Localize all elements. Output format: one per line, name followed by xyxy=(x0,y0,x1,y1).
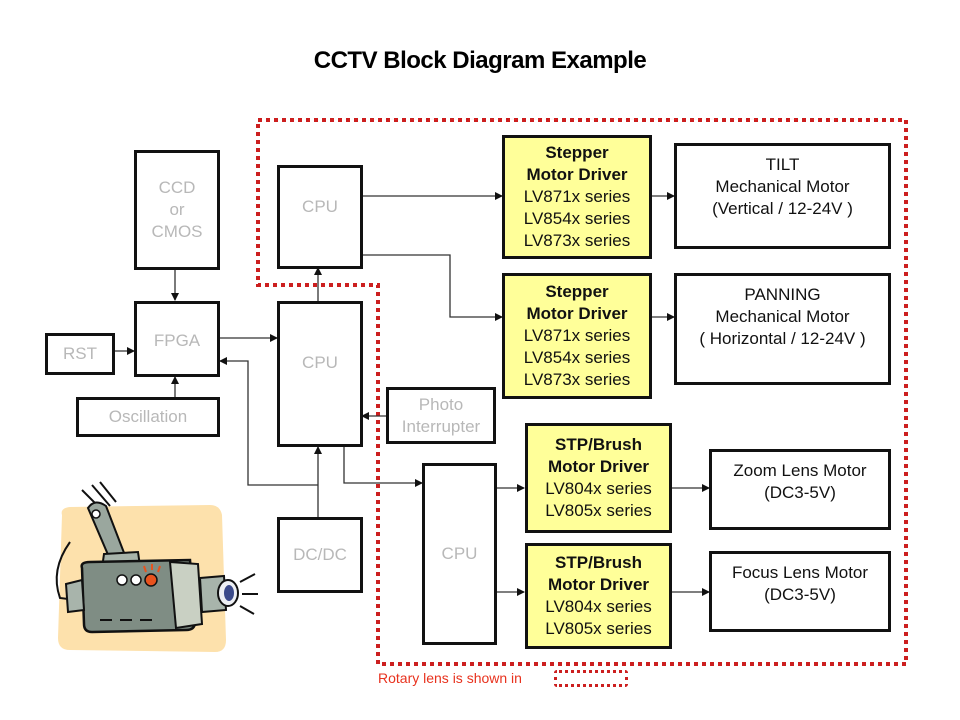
driver-series: LV854x series xyxy=(523,348,631,367)
zoom-motor-label: Zoom Lens Motor xyxy=(733,461,867,480)
driver-subtitle: Motor Driver xyxy=(526,165,628,184)
stepper-driver-pan: Stepper Motor Driver LV871x series LV854… xyxy=(502,273,652,399)
driver-series: LV873x series xyxy=(523,370,631,389)
ccd-cmos-block: CCD or CMOS xyxy=(134,150,220,270)
clipart-lens xyxy=(224,585,234,601)
clipart-camera-body xyxy=(80,558,197,634)
oscillation-label: Oscillation xyxy=(108,407,188,426)
rotary-lens-outline xyxy=(256,118,908,666)
driver-series: LV804x series xyxy=(545,597,652,616)
stp-brush-driver-zoom: STP/Brush Motor Driver LV804x series LV8… xyxy=(525,423,672,533)
driver-series: LV871x series xyxy=(523,326,631,345)
tilt-motor-block: TILT Mechanical Motor (Vertical / 12-24V… xyxy=(674,143,891,249)
motor-spec-label: ( Horizontal / 12-24V ) xyxy=(699,329,866,348)
driver-series: LV871x series xyxy=(523,187,631,206)
driver-series: LV805x series xyxy=(545,501,652,520)
zoom-lens-motor-block: Zoom Lens Motor (DC3-5V) xyxy=(709,449,891,530)
driver-title: Stepper xyxy=(545,143,609,162)
ccd-label: CCD xyxy=(158,178,196,197)
rotary-lens-legend: Rotary lens is shown in xyxy=(378,670,522,686)
fpga-label: FPGA xyxy=(153,331,201,350)
rst-label: RST xyxy=(63,344,97,363)
fpga-block: FPGA xyxy=(134,301,220,377)
rst-block: RST xyxy=(45,333,115,375)
arrow-cpu-top-to-driver-2 xyxy=(361,254,503,321)
cpu-top-block: CPU xyxy=(277,165,363,269)
motor-spec-label: (DC3-5V) xyxy=(764,585,836,604)
interrupter-label: Interrupter xyxy=(401,416,481,436)
driver-subtitle: Motor Driver xyxy=(526,304,628,323)
motor-type-label: Mechanical Motor xyxy=(715,177,850,196)
focus-lens-motor-block: Focus Lens Motor (DC3-5V) xyxy=(709,551,891,632)
photo-label: Photo xyxy=(418,394,464,414)
driver-subtitle: Motor Driver xyxy=(547,457,650,476)
oscillation-block: Oscillation xyxy=(76,397,220,437)
driver-series: LV805x series xyxy=(545,619,652,638)
panning-label: PANNING xyxy=(744,285,821,304)
dcdc-block: DC/DC xyxy=(277,517,363,593)
cpu-lens-label: CPU xyxy=(441,544,478,563)
cmos-label: CMOS xyxy=(151,222,203,241)
arrow-cpu-to-cpu-lens xyxy=(343,447,423,487)
dcdc-label: DC/DC xyxy=(293,545,347,564)
driver-title: STP/Brush xyxy=(555,435,642,454)
rotary-lens-legend-swatch xyxy=(554,670,628,687)
cpu-top-label: CPU xyxy=(302,197,338,216)
cpu-main-label: CPU xyxy=(302,353,338,372)
stp-brush-driver-focus: STP/Brush Motor Driver LV804x series LV8… xyxy=(525,543,672,649)
cpu-lens-block: CPU xyxy=(422,463,497,645)
focus-motor-label: Focus Lens Motor xyxy=(731,563,869,582)
clipart-record-light xyxy=(144,573,158,587)
stepper-driver-tilt: Stepper Motor Driver LV871x series LV854… xyxy=(502,135,652,259)
panning-motor-block: PANNING Mechanical Motor ( Horizontal / … xyxy=(674,273,891,385)
diagram-title: CCTV Block Diagram Example xyxy=(313,47,647,74)
tilt-label: TILT xyxy=(765,155,800,174)
photo-interrupter-block: Photo Interrupter xyxy=(386,387,496,444)
motor-spec-label: (Vertical / 12-24V ) xyxy=(712,199,853,218)
driver-subtitle: Motor Driver xyxy=(547,575,650,594)
driver-title: STP/Brush xyxy=(555,553,642,572)
or-label: or xyxy=(169,200,185,219)
cctv-camera-clipart xyxy=(55,481,258,652)
motor-spec-label: (DC3-5V) xyxy=(764,483,836,502)
arrow-dcdc-to-fpga xyxy=(219,357,318,486)
motor-type-label: Mechanical Motor xyxy=(715,307,850,326)
driver-title: Stepper xyxy=(545,282,609,301)
driver-series: LV854x series xyxy=(523,209,631,228)
cpu-main-block: CPU xyxy=(277,301,363,447)
driver-series: LV804x series xyxy=(545,479,652,498)
driver-series: LV873x series xyxy=(523,231,631,250)
